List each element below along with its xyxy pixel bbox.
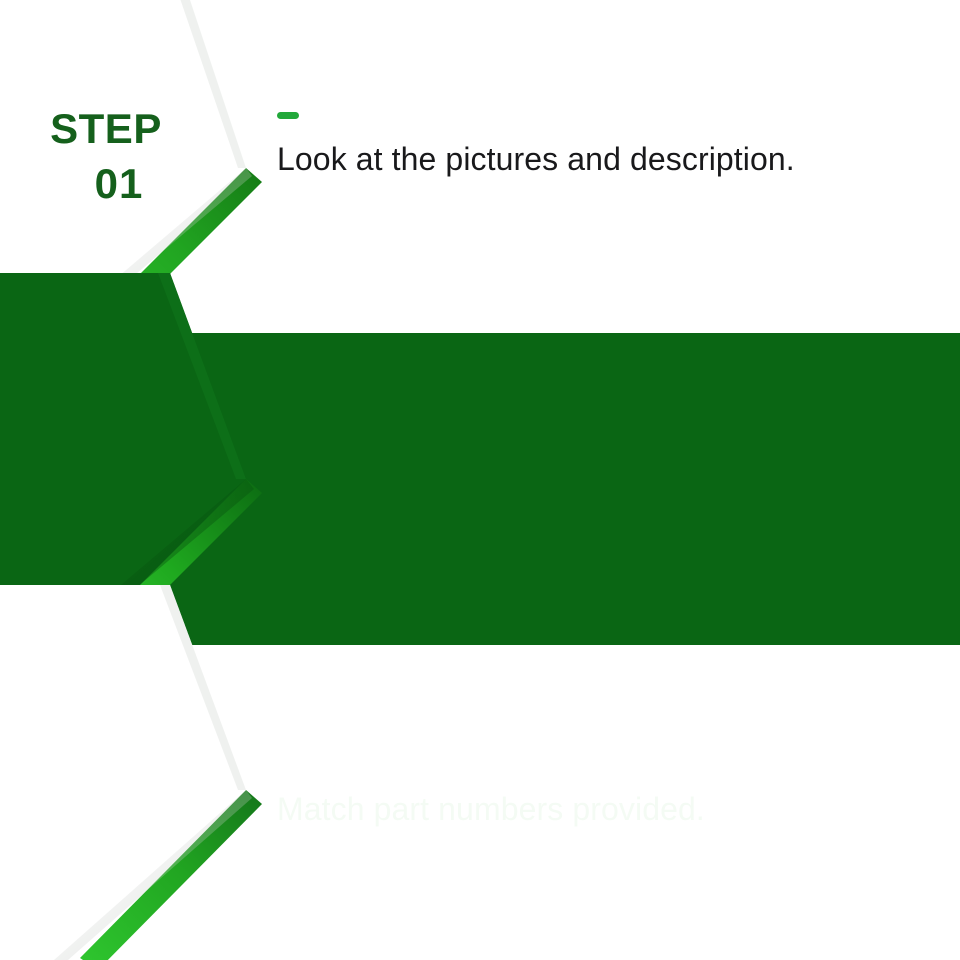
step-03-chevron-graphic: [0, 585, 300, 960]
chevron-edge-shadow: [54, 790, 252, 960]
chevron-accent-stripe: [78, 479, 262, 659]
step-01-label: STEP 01: [26, 108, 186, 205]
step-01-number: 01: [94, 160, 144, 207]
step-02-chevron-graphic: [0, 273, 300, 659]
step-01-word: STEP: [50, 105, 162, 152]
step-row-03: STEP 03 Confirm condition and fitment BE…: [0, 585, 960, 960]
step-01-description: Look at the pictures and description.: [277, 141, 795, 177]
step-row-01: STEP 01 Look at the pictures and descrip…: [0, 0, 960, 348]
chevron-arrow-icon: [0, 273, 262, 659]
step-02-body: Match part numbers provided.: [277, 788, 937, 830]
accent-dash-icon: [277, 112, 299, 119]
chevron-edge-shadow: [50, 479, 254, 645]
chevron-arrow-icon: [0, 585, 262, 960]
chevron-accent-stripe: [80, 790, 262, 960]
step-01-body: Look at the pictures and description.: [277, 112, 937, 180]
step-row-02: STEP 02 Match part numbers provided.: [0, 273, 960, 850]
step-02-description: Match part numbers provided.: [277, 791, 705, 827]
